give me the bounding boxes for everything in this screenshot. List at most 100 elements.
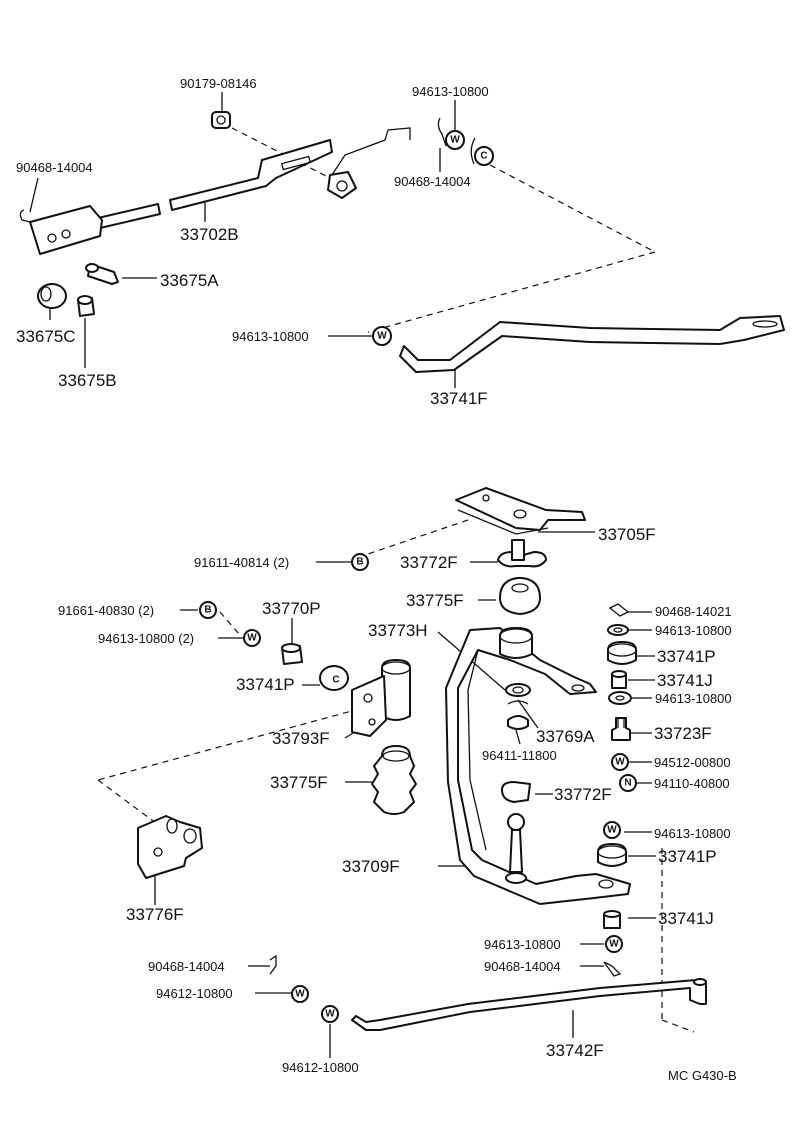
label-33723F: 33723F: [654, 724, 712, 743]
bushing-33741P-r1: [607, 641, 637, 665]
collar-33675B: [77, 295, 95, 317]
label-33675B: 33675B: [58, 371, 117, 390]
clip-94613-top: W C: [437, 117, 494, 166]
mount-33775F-top: [499, 577, 541, 615]
clip-symbol: C: [480, 151, 487, 162]
boot-33775F: [371, 745, 417, 815]
top-leaders: [29, 92, 656, 388]
label-94613-10800-rod: 94613-10800: [232, 329, 309, 344]
label-33709F: 33709F: [342, 857, 400, 876]
label-33741P-r1: 33741P: [657, 647, 716, 666]
label-33772F-top: 33772F: [400, 553, 458, 572]
label-94612-10800-a: 94612-10800: [156, 986, 233, 1001]
washer-symbol: W: [615, 757, 625, 768]
label-94613-10800-r4: 94613-10800: [484, 937, 561, 952]
washer-symbol: W: [607, 825, 617, 836]
label-33741J-r1: 33741J: [657, 671, 713, 690]
label-33705F: 33705F: [598, 525, 656, 544]
bushing-33741P-left: C: [319, 665, 349, 691]
bolt-91661: B: [199, 601, 217, 619]
label-33702B: 33702B: [180, 225, 239, 244]
clip-90468-bl: [269, 954, 277, 975]
bolt-symbol: B: [204, 605, 211, 616]
label-33741P-left: 33741P: [236, 675, 295, 694]
washer-94613-r2: [608, 691, 632, 705]
nut-90179-08146: [211, 111, 231, 129]
label-33741F: 33741F: [430, 389, 488, 408]
label-33675C: 33675C: [16, 327, 76, 346]
label-90468-14004-bl: 90468-14004: [148, 959, 225, 974]
clip-symbol: C: [332, 675, 339, 686]
label-94110-40800: 94110-40800: [654, 776, 730, 791]
washer-94613-r1: [607, 624, 629, 636]
pin-33675A: [85, 263, 119, 285]
washer-94512: W: [611, 753, 629, 771]
label-33770P: 33770P: [262, 599, 321, 618]
washer-symbol: W: [377, 331, 387, 342]
washer-symbol: W: [450, 135, 460, 146]
diagram-code: MC G430-B: [668, 1068, 737, 1083]
washer-symbol: W: [247, 633, 257, 644]
label-94613-10800-2: 94613-10800 (2): [98, 631, 194, 646]
label-33793F: 33793F: [272, 729, 330, 748]
label-90468-14004-topright: 90468-14004: [394, 174, 471, 189]
label-94613-10800-r2: 94613-10800: [655, 691, 732, 706]
bracket-33709F: [445, 627, 631, 905]
label-33773H: 33773H: [368, 621, 428, 640]
washer-94613-2: W: [243, 629, 261, 647]
clevis-bracket: [327, 127, 411, 199]
label-91661-40830: 91661-40830 (2): [58, 603, 154, 618]
bracket-33793F: [351, 659, 411, 737]
washer-symbol: W: [325, 1009, 335, 1020]
bracket-33705F: [455, 487, 586, 535]
label-94612-10800-b: 94612-10800: [282, 1060, 359, 1075]
clip-33772F-top: [497, 539, 547, 568]
label-33675A: 33675A: [160, 271, 219, 290]
label-90468-14004-topleft: 90468-14004: [16, 160, 93, 175]
label-96411-11800: 96411-11800: [482, 748, 557, 763]
label-90468-14021: 90468-14021: [655, 604, 732, 619]
label-94613-10800-top: 94613-10800: [412, 84, 489, 99]
label-94613-10800-r3: 94613-10800: [654, 826, 731, 841]
rod-33741F: W: [372, 315, 785, 373]
bracket-33776F: [137, 815, 203, 879]
label-94512-00800: 94512-00800: [654, 755, 731, 770]
collar-33770P: [281, 643, 303, 665]
bolt-symbol: B: [356, 557, 363, 568]
label-33775F-top: 33775F: [406, 591, 464, 610]
link-rod-33702B: [19, 139, 333, 255]
label-33769A: 33769A: [536, 727, 595, 746]
washer-94613-r4: W: [605, 935, 623, 953]
label-94613-10800-r1: 94613-10800: [655, 623, 732, 638]
label-33776F: 33776F: [126, 905, 184, 924]
washer-94613-r3: W: [603, 821, 621, 839]
label-33741J-r2: 33741J: [658, 909, 714, 928]
washer-symbol: W: [609, 939, 619, 950]
label-33775F-mid: 33775F: [270, 773, 328, 792]
washer-94612-b: W: [321, 1005, 339, 1023]
nut-symbol: N: [624, 778, 631, 789]
washer-symbol: W: [295, 989, 305, 1000]
bushing-33741P-r2: [597, 843, 627, 867]
label-90179-08146: 90179-08146: [180, 76, 257, 91]
label-33742F: 33742F: [546, 1041, 604, 1060]
label-33741P-r2: 33741P: [658, 847, 717, 866]
label-91611-40814: 91611-40814 (2): [194, 555, 289, 570]
washer-94612-a: W: [291, 985, 309, 1003]
labels: 90179-08146 94613-10800 90468-14004 9046…: [16, 76, 737, 1083]
clip-90468-br: [603, 961, 622, 977]
bolt-91611: B: [351, 553, 369, 571]
clip-90468-14021: [608, 603, 630, 617]
nut-94110: N: [619, 774, 637, 792]
label-90468-14004-br: 90468-14004: [484, 959, 561, 974]
clip-33772F-mid: [501, 781, 531, 803]
label-33772F-mid: 33772F: [554, 785, 612, 804]
collar-33741J-r2: [603, 910, 621, 929]
ball-stud: [505, 813, 527, 884]
bolt-33723F: [611, 717, 631, 741]
bushing-33675C: [37, 283, 67, 309]
seat-33769A: [505, 683, 531, 730]
rod-33742F: [351, 978, 707, 1031]
